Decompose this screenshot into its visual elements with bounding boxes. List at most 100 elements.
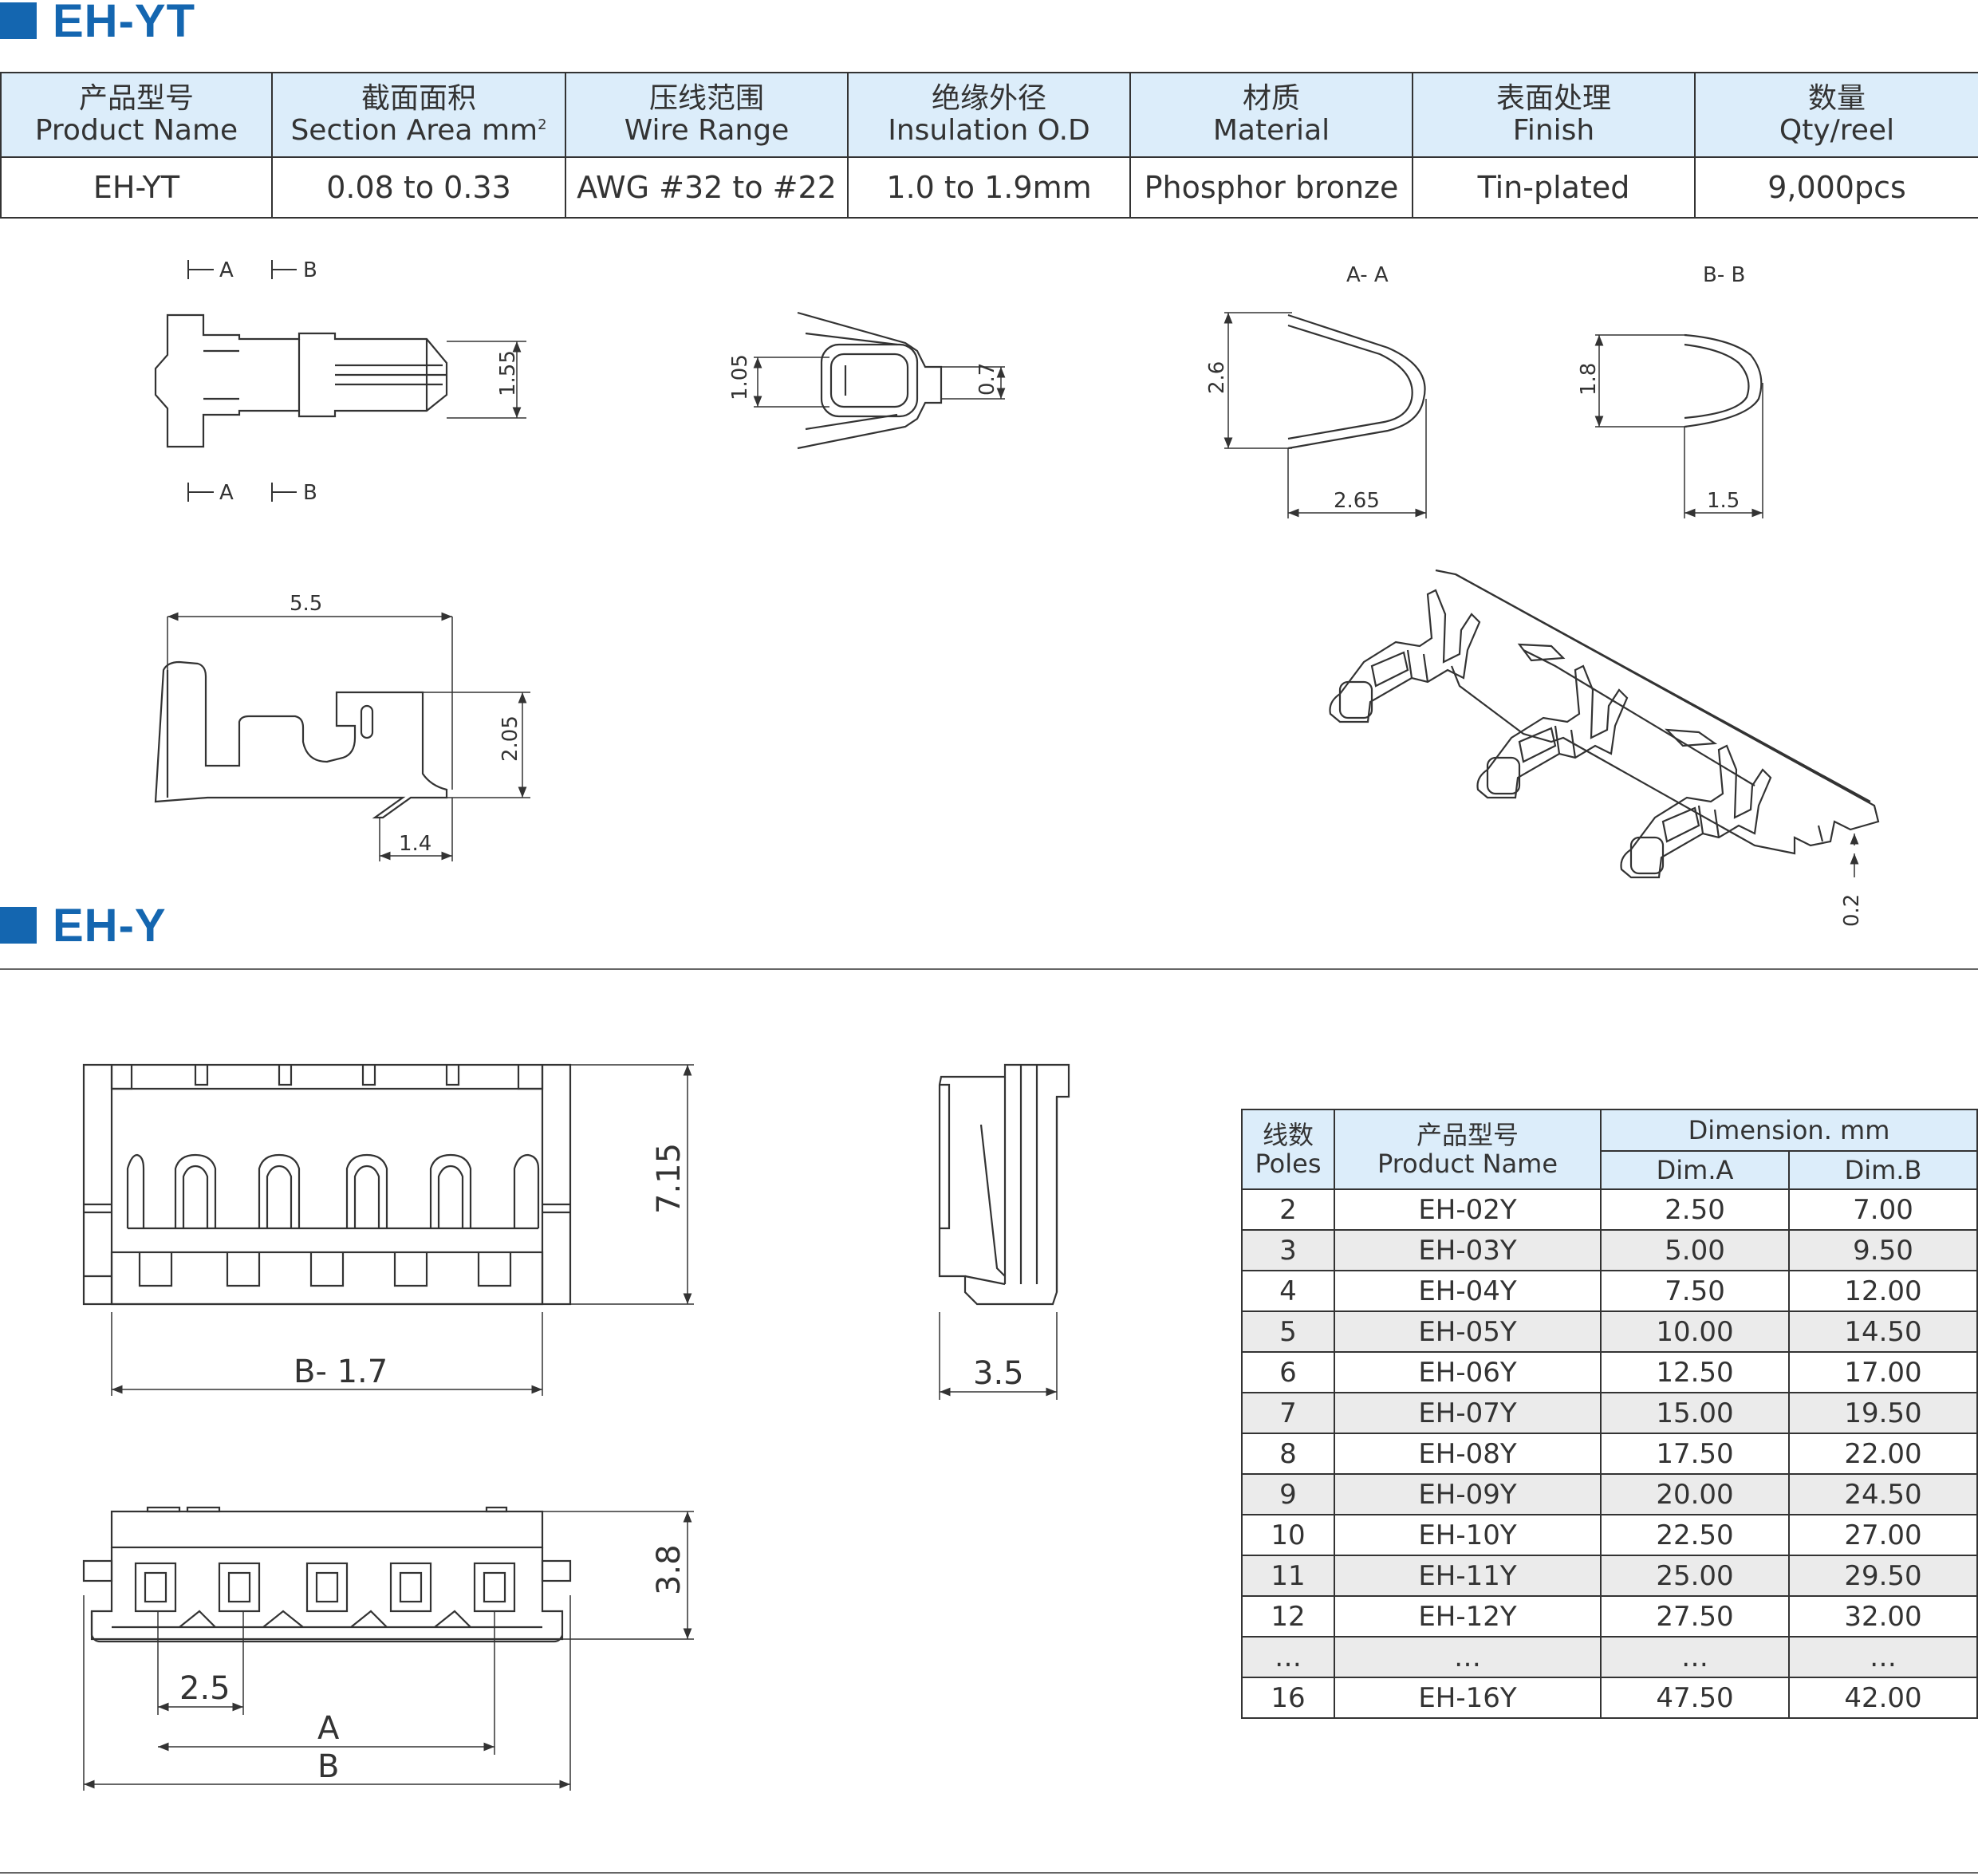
mark-a-top-1: A (219, 258, 234, 282)
cell-dim-b: 27.00 (1788, 1514, 1978, 1556)
dim-header-dim-a: Dim.A (1600, 1150, 1790, 1190)
cell-dim-a: 7.50 (1600, 1270, 1790, 1312)
cell-dim-b: 32.00 (1788, 1595, 1978, 1638)
cell-product: EH-08Y (1334, 1433, 1602, 1475)
spec-cell: Phosphor bronze (1129, 156, 1413, 219)
section-title-b-b: B- B (1703, 263, 1745, 287)
cell-dim-b: 7.00 (1788, 1188, 1978, 1231)
housing-bottom-view (82, 1506, 694, 1791)
cell-dim-a: 47.50 (1600, 1677, 1790, 1719)
cell-product: EH-11Y (1334, 1555, 1602, 1597)
cell-product: EH-12Y (1334, 1595, 1602, 1638)
terminal-strip-isometric (1329, 569, 1880, 879)
section-marker (0, 907, 37, 944)
dim-header-row-2: Dim.A Dim.B (1242, 1150, 1978, 1190)
cell-product: EH-07Y (1334, 1392, 1602, 1434)
cell-poles: 2 (1241, 1188, 1335, 1231)
dim-front-right: 0.7 (975, 363, 999, 396)
terminal-top-view (154, 313, 526, 448)
section-title-eh-y: EH-Y (0, 900, 167, 952)
cell-dim-b: … (1788, 1636, 1978, 1678)
cell-dim-b: 9.50 (1788, 1229, 1978, 1271)
dim-front-left: 1.05 (728, 354, 752, 400)
cell-product: EH-09Y (1334, 1473, 1602, 1515)
section-title-a-a: A- A (1346, 263, 1389, 287)
cell-dim-a: 12.50 (1600, 1351, 1790, 1393)
spec-cell: 1.0 to 1.9mm (847, 156, 1131, 219)
cell-poles: 12 (1241, 1595, 1335, 1638)
cell-poles: 16 (1241, 1677, 1335, 1719)
cell-poles: 3 (1241, 1229, 1335, 1271)
cell-dim-b: 12.00 (1788, 1270, 1978, 1312)
spec-cell: Tin-plated (1412, 156, 1696, 219)
dim-aa-width: 2.65 (1334, 489, 1380, 513)
dim-housing-height: 7.15 (651, 1143, 688, 1214)
dim-housing-inner-width: B- 1.7 (294, 1354, 388, 1390)
dim-housing-bottom-height: 3.8 (651, 1544, 688, 1595)
cell-dim-b: 24.50 (1788, 1473, 1978, 1515)
spec-cell: 9,000pcs (1694, 156, 1978, 219)
cell-product: EH-16Y (1334, 1677, 1602, 1719)
dim-strip-thickness: 0.2 (1840, 894, 1864, 927)
cell-product: EH-10Y (1334, 1514, 1602, 1556)
section-title-eh-yt: EH-YT (0, 0, 195, 47)
cell-product: EH-02Y (1334, 1188, 1602, 1231)
table-row: ………… (1241, 1636, 1978, 1678)
mark-a-bottom-1: A (219, 481, 234, 505)
dim-side-tail: 1.4 (399, 832, 431, 856)
section-a-a (1223, 312, 1427, 518)
cell-dim-a: 17.50 (1600, 1433, 1790, 1475)
terminal-front-view (753, 311, 1006, 450)
cell-poles: 10 (1241, 1514, 1335, 1556)
cell-dim-a: 15.00 (1600, 1392, 1790, 1434)
dim-side-height: 2.05 (498, 715, 522, 762)
cell-dim-b: 29.50 (1788, 1555, 1978, 1597)
cell-poles: 7 (1241, 1392, 1335, 1434)
spec-cell: EH-YT (0, 156, 273, 219)
cell-poles: 4 (1241, 1270, 1335, 1312)
cell-dim-a: … (1600, 1636, 1790, 1678)
dim-aa-height: 2.6 (1205, 361, 1229, 394)
cell-product: EH-04Y (1334, 1270, 1602, 1312)
dim-bb-width: 1.5 (1707, 489, 1740, 513)
dim-header-dim-b: Dim.B (1788, 1150, 1978, 1190)
cell-dim-b: 14.50 (1788, 1310, 1978, 1353)
cell-dim-a: 10.00 (1600, 1310, 1790, 1353)
cell-product: EH-03Y (1334, 1229, 1602, 1271)
bottom-divider (0, 1872, 1978, 1874)
housing-side-view (938, 1063, 1070, 1400)
dim-top-height: 1.55 (496, 350, 520, 396)
spec-cell: 0.08 to 0.33 (271, 156, 566, 219)
cell-dim-b: 22.00 (1788, 1433, 1978, 1475)
dim-housing-depth: 3.5 (973, 1355, 1024, 1392)
housing-front-view (82, 1063, 694, 1396)
dim-b-label: B (317, 1748, 339, 1785)
cell-dim-a: 22.50 (1600, 1514, 1790, 1556)
mark-b-bottom-1: B (303, 481, 317, 505)
dim-header-dimension: Dimension. mm (1600, 1109, 1978, 1152)
spec-data-row: EH-YT 0.08 to 0.33 AWG #32 to #22 1.0 to… (0, 156, 1978, 219)
section-marks (187, 260, 297, 502)
dim-a-label: A (317, 1710, 340, 1747)
cell-dim-a: 2.50 (1600, 1188, 1790, 1231)
